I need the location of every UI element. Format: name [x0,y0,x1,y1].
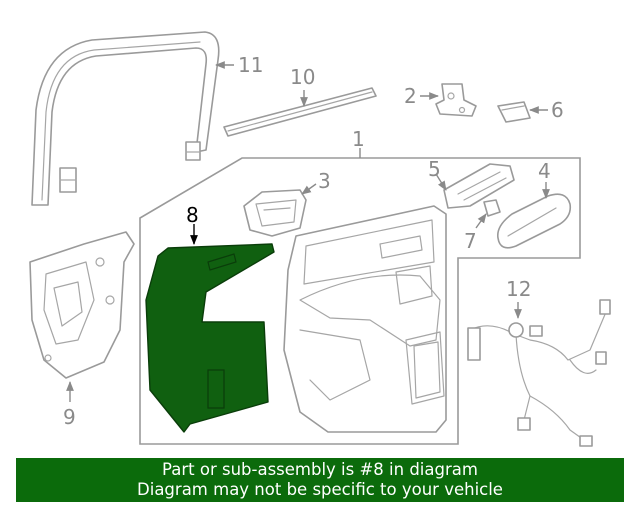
callout-9: 9 [63,405,76,429]
deflector-slot [207,253,237,271]
clip-part-7 [483,199,501,217]
leader-line-5 [435,173,447,191]
belt-molding-part-10 [223,87,377,137]
inside-handle-part-3 [243,189,307,237]
callout-5: 5 [428,157,441,181]
water-deflector-part-8 [145,243,275,433]
door-trim-panel-part-1 [283,205,447,433]
callout-10: 10 [290,65,315,89]
callout-12: 12 [506,277,531,301]
banner-line-2: Diagram may not be specific to your vehi… [137,480,503,499]
callout-3: 3 [318,169,331,193]
bracket-part-2 [435,83,477,117]
callout-7: 7 [464,229,477,253]
pad-part-6 [497,101,531,123]
wiring-harness-part-12 [467,299,611,447]
callout-4: 4 [538,159,551,183]
window-channel-part-11 [31,31,220,206]
banner-line-1: Part or sub-assembly is #8 in diagram [162,460,478,479]
callout-6: 6 [551,98,564,122]
callout-8: 8 [186,203,199,227]
callout-1: 1 [352,127,365,151]
deflector-cutout [207,369,225,409]
pull-cup-part-4 [496,193,572,249]
leader-line-7 [475,213,487,229]
callout-2: 2 [404,84,417,108]
info-banner: Part or sub-assembly is #8 in diagram Di… [16,458,624,502]
leader-line-3 [301,183,317,195]
callout-11: 11 [238,53,263,77]
switch-module-part-5 [443,163,515,209]
assembly-outline-1 [139,157,581,445]
inner-panel-part-9 [29,231,135,379]
